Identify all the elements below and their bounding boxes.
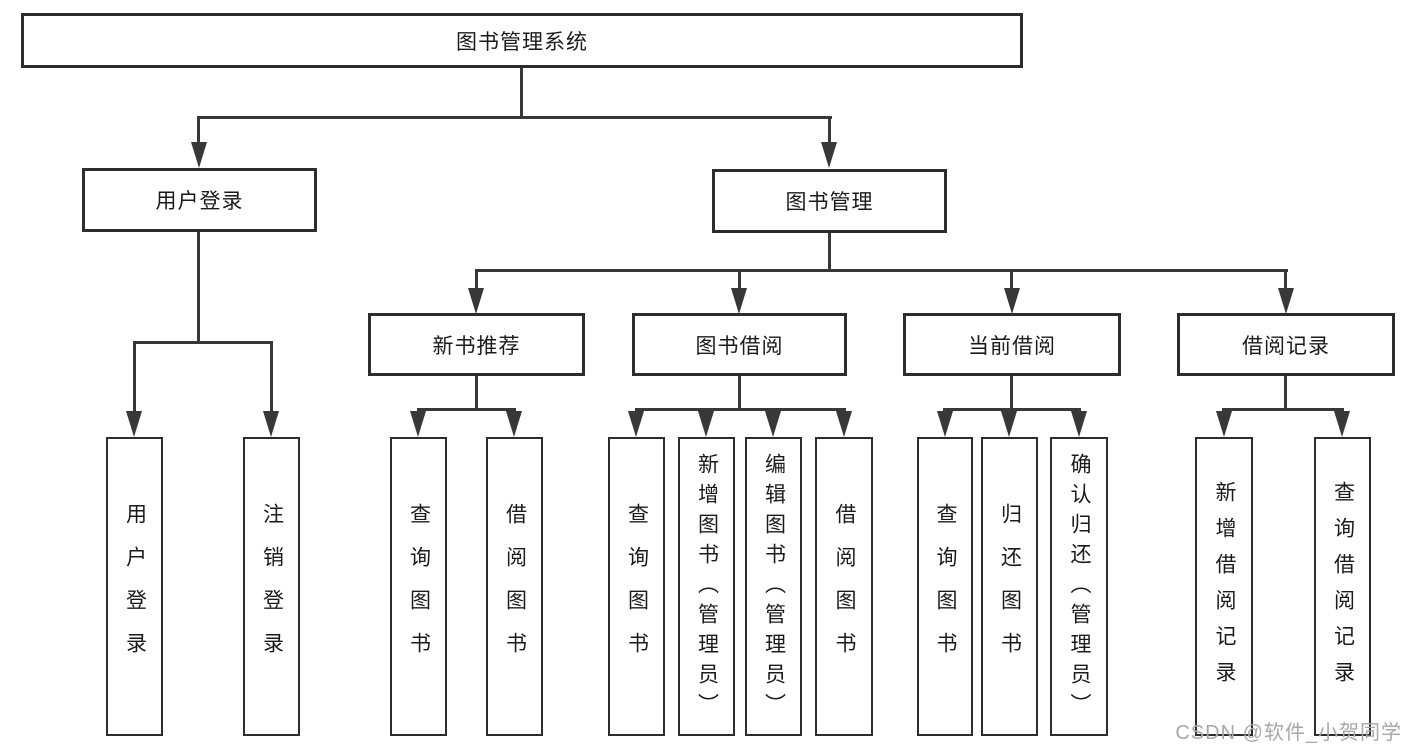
connector-stub — [1010, 376, 1013, 410]
node-new-book-recommend: 新书推荐 — [368, 313, 585, 376]
leaf-add-borrow-record: 新增借阅记录 — [1195, 437, 1253, 736]
node-current-borrow: 当前借阅 — [903, 313, 1121, 376]
node-borrow-records: 借阅记录 — [1177, 313, 1395, 376]
node-root-system: 图书管理系统 — [21, 13, 1023, 68]
connector-mgmt-stub — [828, 232, 831, 271]
arrow-down-icon — [1001, 411, 1017, 437]
arrow-down-icon — [506, 411, 522, 437]
connector-bar — [635, 408, 846, 411]
arrow-down-login-icon — [191, 142, 207, 168]
connector-login-stub — [197, 232, 200, 344]
leaf-add-books-admin: 新增图书（管理员） — [678, 437, 735, 736]
leaf-confirm-return-admin: 确认归还（管理员） — [1050, 437, 1108, 736]
connector-leaf-shaft — [133, 341, 136, 414]
arrow-down-icon — [263, 411, 279, 437]
connector-bar — [943, 408, 1081, 411]
watermark-text: CSDN @软件_小贺同学 — [1175, 722, 1402, 744]
arrow-down-icon — [698, 411, 714, 437]
arrow-down-icon — [1004, 288, 1020, 314]
arrow-down-icon — [1278, 288, 1294, 314]
connector-stub — [738, 376, 741, 410]
arrow-down-icon — [731, 288, 747, 314]
connector-l3-shaft — [475, 269, 478, 291]
connector-root-stub — [520, 68, 523, 118]
arrow-down-icon — [628, 411, 644, 437]
leaf-edit-books-admin: 编辑图书（管理员） — [745, 437, 802, 736]
leaf-query-borrow-record: 查询借阅记录 — [1314, 437, 1371, 736]
arrow-down-icon — [765, 411, 781, 437]
connector-level2-bar — [197, 116, 832, 119]
arrow-down-icon — [1216, 411, 1232, 437]
arrow-down-icon — [937, 411, 953, 437]
connector-login-bar — [133, 341, 273, 344]
connector-l3-shaft — [1284, 269, 1287, 291]
leaf-borrow-books: 借阅图书 — [815, 437, 873, 736]
leaf-query-books-borrow: 查询图书 — [608, 437, 665, 736]
leaf-return-books: 归还图书 — [981, 437, 1038, 736]
arrow-down-icon — [468, 288, 484, 314]
connector-leaf-shaft — [270, 341, 273, 414]
arrow-down-icon — [126, 411, 142, 437]
connector-bar — [1222, 408, 1344, 411]
connector-bar — [417, 408, 516, 411]
node-book-borrow: 图书借阅 — [632, 313, 847, 376]
connector-stub — [1284, 376, 1287, 410]
connector-stub — [475, 376, 478, 410]
connector-login-shaft — [197, 116, 200, 146]
arrow-down-mgmt-icon — [821, 142, 837, 168]
connector-l3-shaft — [1010, 269, 1013, 291]
connector-mgmt-shaft — [828, 116, 831, 146]
leaf-query-books-recommend: 查询图书 — [390, 437, 447, 736]
leaf-user-login: 用户登录 — [106, 437, 163, 736]
node-book-management: 图书管理 — [712, 169, 947, 233]
leaf-query-books-current: 查询图书 — [917, 437, 973, 736]
arrow-down-icon — [1071, 411, 1087, 437]
arrow-down-icon — [410, 411, 426, 437]
arrow-down-icon — [836, 411, 852, 437]
node-user-login: 用户登录 — [82, 168, 317, 232]
leaf-logout: 注销登录 — [243, 437, 300, 736]
arrow-down-icon — [1334, 411, 1350, 437]
connector-l3-shaft — [738, 269, 741, 291]
connector-level3-bar — [475, 269, 1288, 272]
leaf-borrow-books-recommend: 借阅图书 — [486, 437, 543, 736]
